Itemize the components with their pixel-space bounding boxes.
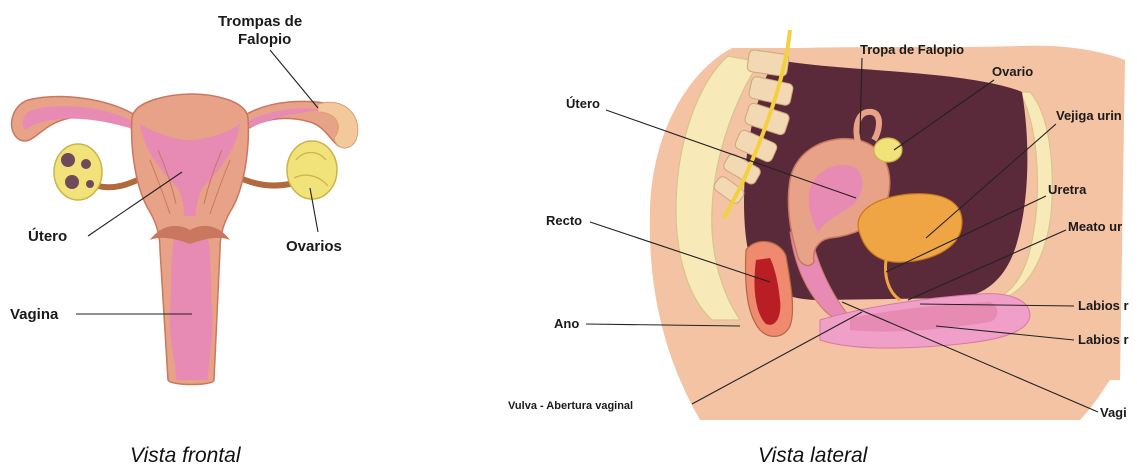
label-vagina-lateral: Vagi	[1100, 405, 1127, 420]
lateral-view: Tropa de Falopio Ovario Útero Vejiga uri…	[508, 30, 1129, 466]
caption-lateral: Vista lateral	[758, 444, 869, 466]
label-labia-1: Labios r	[1078, 298, 1129, 313]
label-meatus: Meato ur	[1068, 219, 1122, 234]
ovary-lateral	[874, 138, 902, 162]
label-ovary-lateral: Ovario	[992, 64, 1033, 79]
left-ovary-follicle	[61, 153, 75, 167]
label-fallopian-line2: Falopio	[238, 31, 291, 48]
label-uterus-lateral: Útero	[566, 96, 600, 111]
frontal-view: Trompas de Falopio Útero Ovarios Vagina …	[10, 13, 358, 466]
left-ovary	[54, 144, 102, 200]
label-urethra: Uretra	[1048, 182, 1087, 197]
left-ovary-follicle	[86, 180, 94, 188]
label-uterus-frontal: Útero	[28, 227, 67, 245]
caption-frontal: Vista frontal	[130, 444, 242, 466]
leader-fallopian	[270, 50, 318, 108]
label-labia-2: Labios r	[1078, 332, 1129, 347]
label-ovaries: Ovarios	[286, 238, 342, 255]
label-vulva: Vulva - Abertura vaginal	[508, 400, 633, 412]
right-ovary	[287, 141, 337, 199]
right-ovarian-ligament	[236, 176, 290, 186]
label-fallopian-lateral: Tropa de Falopio	[860, 42, 964, 57]
left-ovary-follicle	[81, 159, 91, 169]
label-anus: Ano	[554, 316, 579, 331]
label-bladder: Vejiga urin	[1056, 108, 1122, 123]
label-rectum: Recto	[546, 213, 582, 228]
vagina-canal	[170, 230, 213, 380]
left-ovary-follicle	[65, 175, 79, 189]
label-fallopian-line1: Trompas de	[218, 13, 302, 30]
label-vagina-frontal: Vagina	[10, 306, 59, 323]
